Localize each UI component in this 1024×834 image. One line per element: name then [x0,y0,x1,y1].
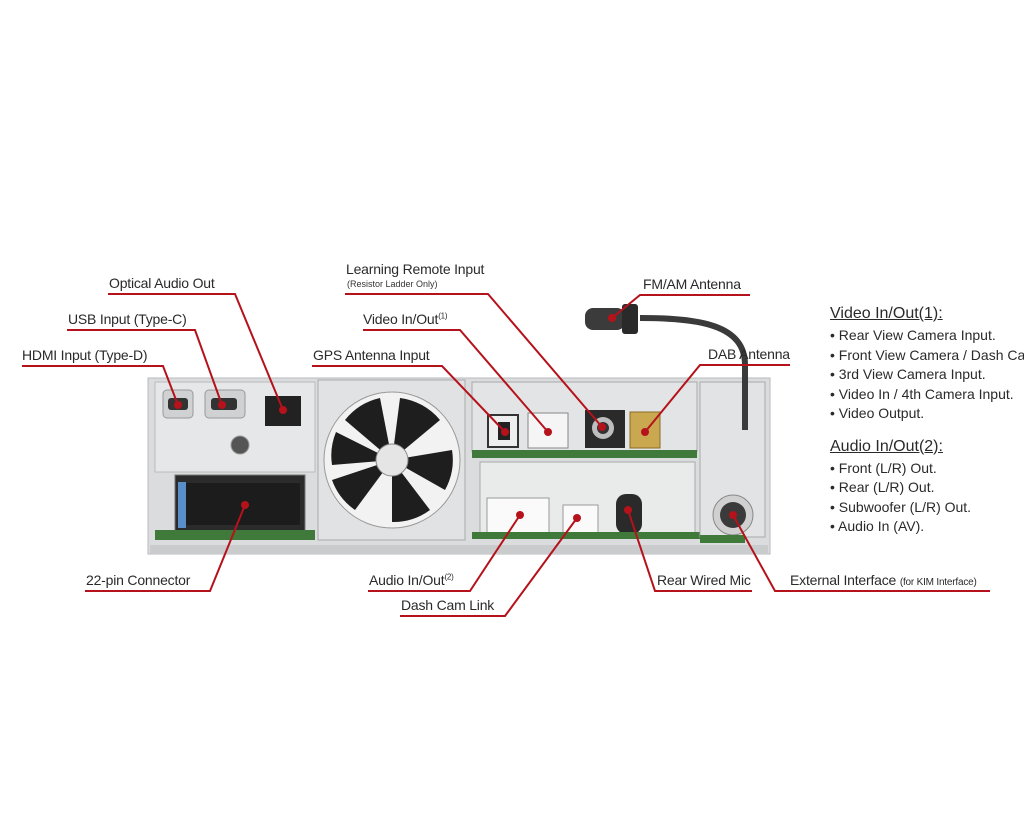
label-text: Audio In/Out [369,572,445,588]
leader-lines [22,293,990,617]
list-item: 3rd View Camera Input. [830,365,1024,385]
label-fm-am-antenna: FM/AM Antenna [643,276,741,292]
label-text: Video In/Out [363,311,439,327]
video-notes-list: Rear View Camera Input. Front View Camer… [830,326,1024,424]
label-note: (for KIM Interface) [899,577,977,588]
label-22-pin-connector: 22-pin Connector [86,572,191,588]
label-learning-remote: Learning Remote Input [346,261,485,277]
label-dash-cam-link: Dash Cam Link [401,597,495,613]
label-rear-wired-mic: Rear Wired Mic [657,572,751,588]
leader-dots [174,314,737,522]
fan-icon [331,398,453,523]
label-learning-remote-note: (Resistor Ladder Only) [347,279,438,289]
label-video-in-out: Video In/Out(1) [363,311,448,327]
list-item: Subwoofer (L/R) Out. [830,498,1024,518]
video-notes-title: Video In/Out(1): [830,305,943,322]
label-dab-antenna: DAB Antenna [708,346,790,362]
list-item: Front View Camera / Dash Cam [830,346,1024,366]
label-optical-audio-out: Optical Audio Out [109,275,215,291]
list-item: Rear View Camera Input. [830,326,1024,346]
label-audio-in-out: Audio In/Out(2) [369,572,454,588]
label-hdmi-input: HDMI Input (Type-D) [22,347,148,363]
footnotes-panel: Video In/Out(1): Rear View Camera Input.… [830,305,1024,551]
label-gps-antenna: GPS Antenna Input [313,347,430,363]
list-item: Audio In (AV). [830,517,1024,537]
list-item: Video In / 4th Camera Input. [830,385,1024,405]
label-external-interface: External Interface (for KIM Interface) [790,572,977,588]
audio-notes-title: Audio In/Out(2): [830,437,943,455]
label-usb-input: USB Input (Type-C) [68,311,187,327]
footnote-marker: (2) [444,572,454,582]
label-text: External Interface [790,572,897,588]
footnote-marker: (1) [438,311,448,321]
list-item: Front (L/R) Out. [830,459,1024,479]
list-item: Rear (L/R) Out. [830,478,1024,498]
audio-notes-list: Front (L/R) Out. Rear (L/R) Out. Subwoof… [830,459,1024,537]
list-item: Video Output. [830,404,1024,424]
